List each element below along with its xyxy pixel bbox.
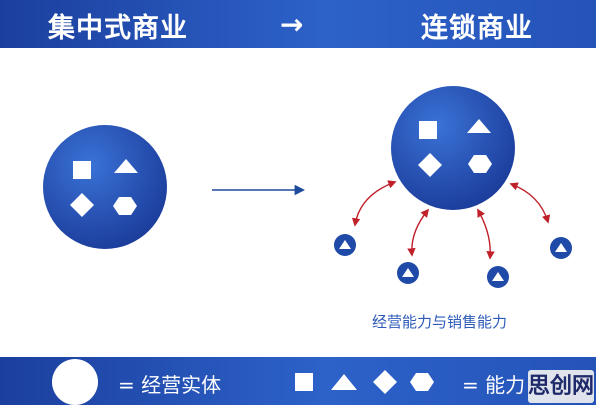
triangle-icon	[331, 374, 357, 390]
diamond-icon	[418, 153, 442, 177]
store-node	[334, 234, 356, 256]
left-title: 集中式商业	[48, 13, 188, 44]
store-node	[487, 266, 509, 288]
diamond-icon	[373, 370, 397, 394]
right-title: 连锁商业	[421, 13, 533, 44]
legend-shapes	[295, 370, 434, 394]
store-node	[550, 237, 572, 259]
hexagon-icon	[468, 155, 492, 173]
store-node	[397, 262, 419, 284]
chain-entity	[391, 86, 515, 210]
ability-legend-label: = 能力	[462, 373, 526, 397]
store-nodes	[334, 234, 572, 288]
watermark-logo: 思创网	[528, 370, 594, 403]
header-arrow-icon: →	[280, 8, 304, 41]
red-arrow-3	[477, 208, 495, 260]
triangle-icon	[402, 268, 414, 277]
header-banner: 集中式商业 → 连锁商业	[0, 0, 596, 48]
diamond-icon	[70, 193, 94, 217]
entity-circle-left	[43, 125, 167, 249]
triangle-icon	[114, 159, 138, 173]
centralized-entity	[43, 125, 167, 249]
triangle-icon	[555, 243, 567, 252]
capability-arrows	[351, 180, 551, 260]
entity-legend-label: = 经营实体	[118, 373, 222, 397]
red-arrow-1	[351, 180, 397, 227]
triangle-icon	[467, 119, 491, 133]
square-icon	[419, 121, 437, 139]
entity-circle-right	[391, 86, 515, 210]
square-icon	[73, 161, 91, 179]
triangle-icon	[339, 240, 351, 249]
hexagon-icon	[410, 373, 434, 391]
hexagon-icon	[113, 197, 137, 215]
entity-legend-icon	[52, 359, 98, 405]
triangle-icon	[492, 272, 504, 281]
square-icon	[295, 373, 313, 391]
legend-banner: = 经营实体 = 能力	[0, 357, 596, 405]
red-arrow-4	[509, 182, 551, 224]
diagram-caption: 经营能力与销售能力	[372, 313, 508, 331]
red-arrow-2	[407, 208, 430, 257]
